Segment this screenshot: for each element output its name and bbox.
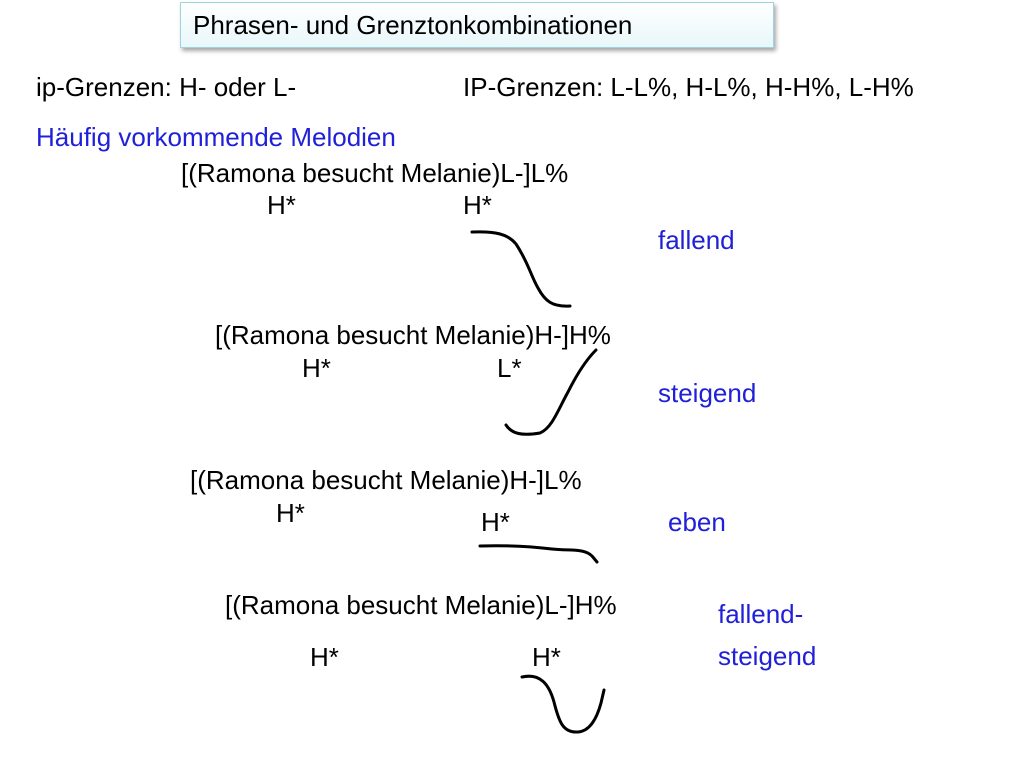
pitch-accent-2: H* — [463, 190, 492, 220]
melody-label: eben — [668, 507, 726, 537]
pitch-accent-1: H* — [276, 498, 305, 528]
slide-title: Phrasen- und Grenztonkombinationen — [193, 10, 633, 40]
melody-label-line-2: steigend — [718, 641, 817, 671]
phrase-text: [(Ramona besucht Melanie)H-]H% — [215, 320, 611, 350]
melody-label: steigend — [658, 378, 757, 408]
pitch-accent-2: L* — [497, 353, 522, 383]
slide-title-box: Phrasen- und Grenztonkombinationen — [180, 2, 774, 48]
melody-label: fallend — [658, 225, 735, 255]
phrase-text: [(Ramona besucht Melanie)L-]L% — [181, 158, 569, 188]
pitch-accent-2: H* — [532, 642, 561, 672]
phrase-text: [(Ramona besucht Melanie)H-]L% — [190, 465, 582, 495]
section-heading: Häufig vorkommende Melodien — [36, 122, 396, 152]
pitch-accent-1: H* — [310, 642, 339, 672]
pitch-accent-2: H* — [481, 507, 510, 537]
pitch-accent-1: H* — [302, 353, 331, 383]
melody-label-line-1: fallend- — [718, 599, 804, 629]
IP-boundaries-text: IP-Grenzen: L-L%, H-L%, H-H%, L-H% — [463, 72, 914, 102]
ip-boundaries-text: ip-Grenzen: H- oder L- — [36, 72, 297, 102]
phrase-text: [(Ramona besucht Melanie)L-]H% — [225, 590, 617, 620]
pitch-accent-1: H* — [267, 190, 296, 220]
